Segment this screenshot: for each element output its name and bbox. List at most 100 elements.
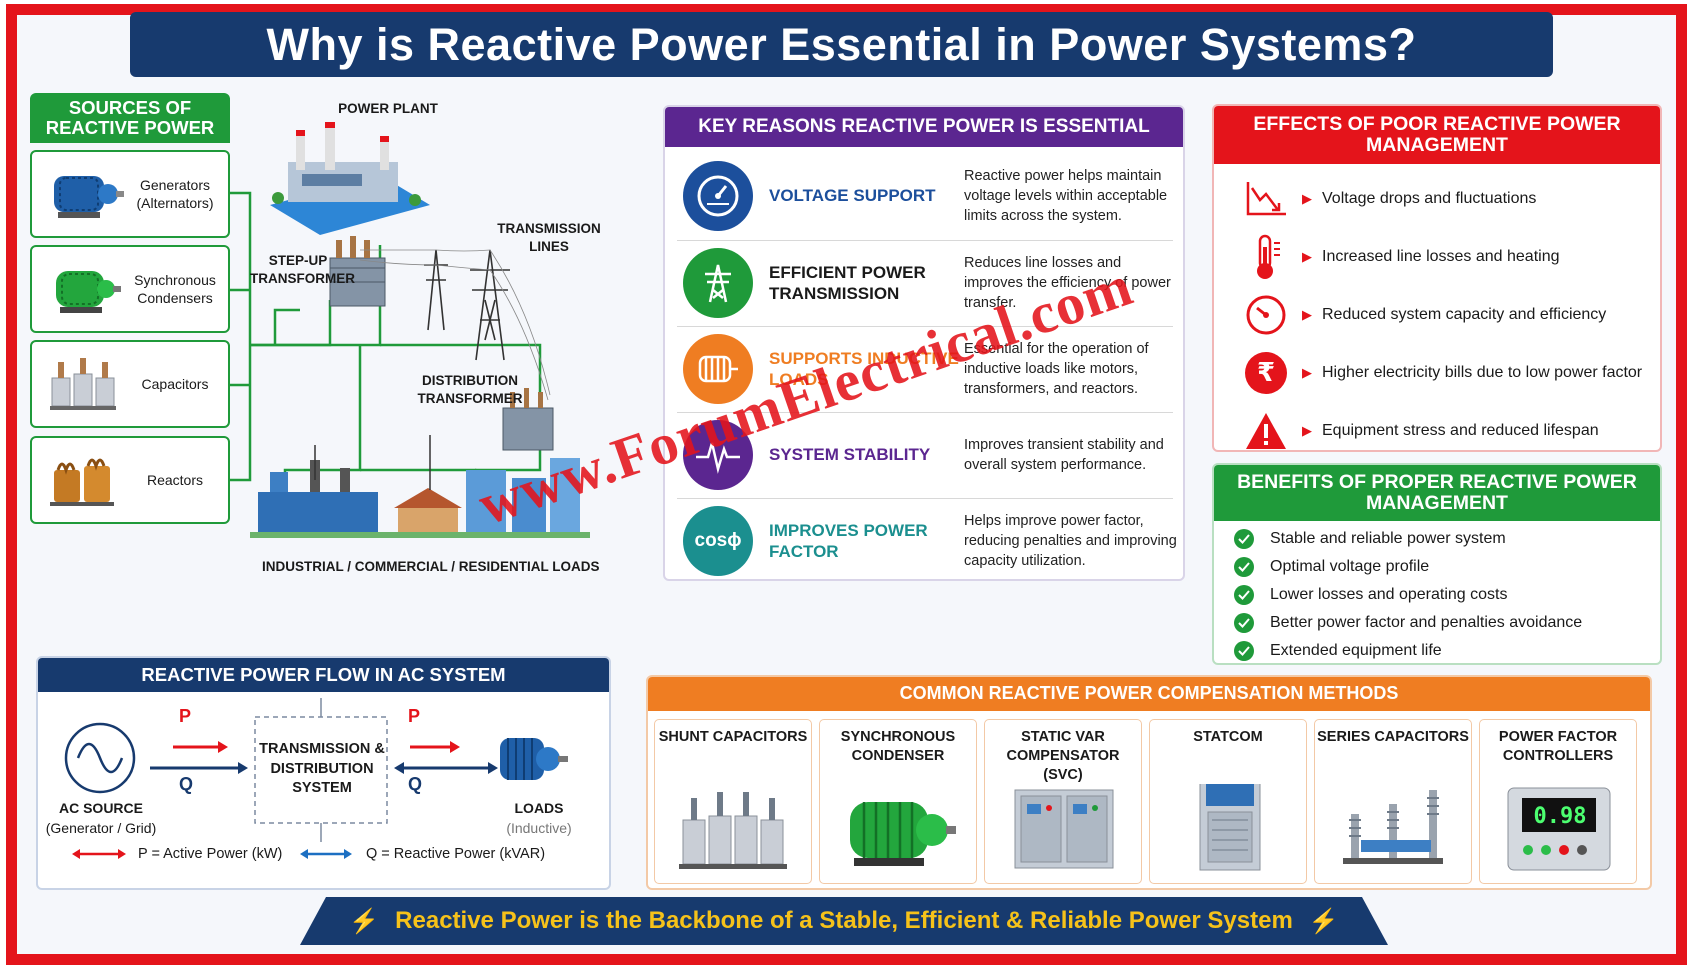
flow-header: REACTIVE POWER FLOW IN AC SYSTEM	[38, 658, 609, 692]
q-label: Q	[408, 774, 423, 794]
effect-text: Equipment stress and reduced lifespan	[1322, 421, 1599, 439]
source-label: Capacitors	[141, 375, 209, 392]
reason-description: Reduces line losses and improves the eff…	[964, 254, 1171, 312]
synchronous-condenser-icon	[56, 271, 121, 313]
method-card: SYNCHRONOUS CONDENSER	[819, 719, 977, 884]
benefit-text: Extended equipment life	[1270, 642, 1442, 659]
voltmeter-icon	[683, 161, 753, 231]
loads-label: INDUSTRIAL / COMMERCIAL / RESIDENTIAL LO…	[262, 559, 600, 574]
benefit-text: Stable and reliable power system	[1270, 530, 1506, 547]
key-reasons-panel: KEY REASONS REACTIVE POWER IS ESSENTIAL …	[663, 105, 1185, 581]
legend-q-text: Q = Reactive Power (kVAR)	[366, 846, 546, 862]
q-arrow-bidirectional	[394, 762, 498, 774]
reason-description: Helps improve power factor, reducing pen…	[964, 512, 1177, 570]
load-feeder-poles	[314, 435, 431, 490]
benefit-row: Lower losses and operating costs	[1234, 581, 1507, 609]
reason-title: EFFICIENT POWER TRANSMISSION	[769, 262, 926, 303]
p-label: P	[408, 706, 421, 726]
power-plant-icon	[270, 122, 430, 235]
generator-icon	[54, 176, 124, 218]
method-card: STATCOM	[1149, 719, 1307, 884]
benefits-panel: BENEFITS OF PROPER REACTIVE POWER MANAGE…	[1212, 463, 1662, 665]
effect-text: Increased line losses and heating	[1322, 247, 1560, 265]
transmission-tower-icon	[424, 249, 510, 361]
method-label: STATIC VAR COMPENSATOR (SVC)	[1006, 729, 1120, 783]
reason-title: SUPPORTS INDUCTIVE LOADS	[769, 348, 959, 389]
power-system-diagram	[230, 122, 590, 538]
load-motor-icon	[500, 738, 568, 780]
svc-cabinet-icon	[1014, 789, 1114, 869]
pf-controller-icon	[1507, 787, 1611, 871]
divider	[677, 412, 1173, 413]
reason-title: SYSTEM STABILITY	[769, 445, 931, 465]
method-label: SHUNT CAPACITORS	[658, 729, 808, 745]
effect-text: Voltage drops and fluctuations	[1322, 189, 1537, 207]
effect-row: ▶ Increased line losses and heating	[1214, 228, 1660, 286]
effect-text: Reduced system capacity and efficiency	[1322, 305, 1607, 323]
source-label: Generators (Alternators)	[136, 176, 214, 211]
method-card: STATIC VAR COMPENSATOR (SVC)	[984, 719, 1142, 884]
compensation-panel: COMMON REACTIVE POWER COMPENSATION METHO…	[646, 675, 1652, 890]
effect-row: ₹ ▶ Higher electricity bills due to low …	[1214, 344, 1660, 402]
divider	[677, 240, 1173, 241]
system-label: TRANSMISSION & DISTRIBUTION SYSTEM	[259, 741, 385, 797]
compensation-header: COMMON REACTIVE POWER COMPENSATION METHO…	[648, 677, 1650, 711]
reason-row: SUPPORTS INDUCTIVE LOADS Essential for t…	[665, 326, 1183, 412]
ac-source-label: AC SOURCE	[58, 800, 143, 816]
reason-row: cosϕ IMPROVES POWER FACTOR Helps improve…	[665, 498, 1183, 584]
reason-row: VOLTAGE SUPPORT Reactive power helps mai…	[665, 153, 1183, 239]
reason-title: IMPROVES POWER FACTOR	[769, 520, 928, 561]
p-arrow-right	[410, 741, 460, 753]
loads-sublabel: (Inductive)	[506, 820, 572, 836]
series-capacitor-icon	[1343, 790, 1443, 864]
synchronous-condenser-icon	[850, 802, 956, 866]
power-plant-label: POWER PLANT	[338, 101, 438, 116]
p-arrow-left	[173, 741, 228, 753]
legend-p-text: P = Active Power (kW)	[138, 846, 283, 862]
loads-label: LOADS	[514, 800, 564, 816]
footer-text: Reactive Power is the Backbone of a Stab…	[395, 907, 1293, 934]
page-title: Why is Reactive Power Essential in Power…	[130, 12, 1553, 77]
reason-description: Reactive power helps maintain voltage le…	[964, 167, 1168, 225]
sources-header: SOURCES OF REACTIVE POWER	[30, 93, 230, 143]
q-label: Q	[179, 774, 194, 794]
source-reactors: Reactors	[30, 436, 230, 524]
method-label: STATCOM	[1193, 729, 1263, 745]
divider	[677, 498, 1173, 499]
check-icon	[1234, 529, 1254, 549]
source-label: Synchronous Condensers	[134, 271, 216, 306]
transmission-tower-icon	[683, 248, 753, 318]
source-generators: Generators (Alternators)	[30, 150, 230, 238]
effect-row: ▶ Equipment stress and reduced lifespan	[1214, 402, 1660, 460]
reason-row: EFFICIENT POWER TRANSMISSION Reduces lin…	[665, 240, 1183, 326]
q-arrow-left	[150, 762, 248, 774]
benefit-text: Lower losses and operating costs	[1270, 586, 1508, 603]
ac-source-sublabel: (Generator / Grid)	[45, 820, 157, 836]
method-label: SERIES CAPACITORS	[1317, 729, 1469, 745]
benefit-row: Better power factor and penalties avoida…	[1234, 609, 1582, 637]
benefit-text: Optimal voltage profile	[1270, 558, 1430, 575]
check-icon	[1234, 641, 1254, 661]
cos-phi-icon: cosϕ	[683, 506, 753, 576]
shunt-capacitor-icon	[679, 792, 787, 869]
legend-q-arrow	[300, 849, 352, 859]
gauge-icon	[1236, 293, 1296, 337]
check-icon	[1234, 557, 1254, 577]
method-card: POWER FACTOR CONTROLLERS 0.98	[1479, 719, 1637, 884]
reason-row: SYSTEM STABILITY Improves transient stab…	[665, 412, 1183, 498]
divider	[677, 326, 1173, 327]
thermometer-icon	[1236, 233, 1296, 281]
statcom-cabinet-icon	[1199, 784, 1261, 871]
step-up-transformer-label: STEP-UP TRANSFORMER	[250, 253, 355, 286]
declining-chart-icon	[1236, 180, 1296, 218]
effect-text: Higher electricity bills due to low powe…	[1322, 363, 1643, 381]
check-icon	[1234, 613, 1254, 633]
method-card: SHUNT CAPACITORS	[654, 719, 812, 884]
source-label: Reactors	[146, 471, 204, 488]
benefit-row: Extended equipment life	[1234, 637, 1442, 665]
effect-row: ▶ Reduced system capacity and efficiency	[1214, 286, 1660, 344]
warning-icon	[1236, 411, 1296, 451]
benefit-row: Stable and reliable power system	[1234, 525, 1506, 553]
method-label: POWER FACTOR CONTROLLERS	[1498, 729, 1618, 764]
benefits-header: BENEFITS OF PROPER REACTIVE POWER MANAGE…	[1214, 465, 1660, 521]
